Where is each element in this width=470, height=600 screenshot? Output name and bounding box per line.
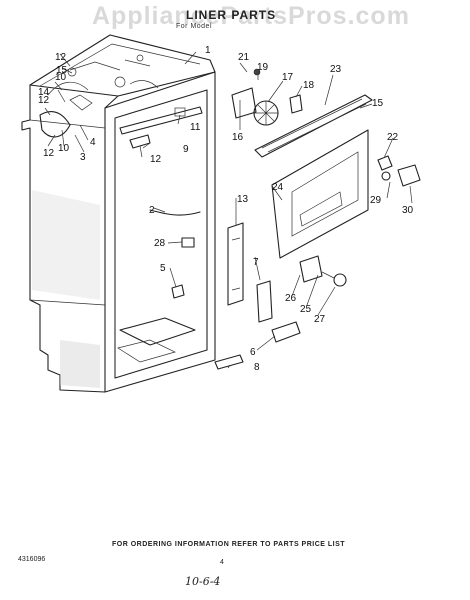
callout: 6 [250,347,256,358]
callout: 30 [402,205,414,216]
part-7 [256,280,273,323]
callout: 15 [56,65,68,76]
model-subtitle: For Model [176,23,213,30]
callout: 26 [285,293,297,304]
part-24 [271,129,369,259]
part-30 [397,164,421,187]
callout: 21 [238,52,250,63]
callout: 10 [55,72,67,83]
callout: 1 [205,45,211,56]
callout: 29 [370,195,382,206]
part-22 [377,155,393,171]
page-title: LINER PARTS [186,8,277,22]
handwritten-date: 10-6-4 [185,575,221,588]
callout: 14 [38,87,50,98]
part-29 [381,171,391,181]
callout: 18 [303,80,315,91]
callout: 17 [282,72,294,83]
callout: 3 [80,152,86,163]
callout-labels: 1 2 3 4 5 6 7 8 9 10 10 11 12 12 12 12 1… [38,45,414,373]
page-number: 4 [220,559,224,566]
liner-body [21,34,216,393]
callout: 2 [149,205,155,216]
callout: 16 [232,132,244,143]
callout: 8 [254,362,260,373]
callout: 15 [372,98,384,109]
callout: 10 [58,143,70,154]
ordering-info-footer: FOR ORDERING INFORMATION REFER TO PARTS … [112,541,346,548]
callout: 23 [330,64,342,75]
watermark: AppliancePartsPros.com [92,2,410,30]
callout: 4 [90,137,96,148]
callout: 12 [55,52,67,63]
part-27 [333,273,347,287]
callout: 12 [43,148,55,159]
callout: 28 [154,238,166,249]
callout: 12 [38,95,50,106]
part-28 [181,237,195,248]
part-13 [227,222,244,306]
part-26 [299,255,323,283]
document-number: 4316096 [18,556,46,563]
callout: 25 [300,304,312,315]
leader-lines [44,51,413,369]
callout: 19 [257,62,269,73]
callout: 5 [160,263,166,274]
callout: 27 [314,314,326,325]
part-2-wire [149,209,201,216]
callout: 24 [272,182,284,193]
callout: 7 [253,257,259,268]
part-23 [254,94,373,158]
part-6 [271,321,301,343]
part-8 [214,354,244,370]
callout: 11 [190,122,201,133]
callout: 22 [387,132,399,143]
callout: 13 [237,194,249,205]
callout: 9 [183,144,189,155]
part-5 [171,284,185,299]
callout: 12 [150,154,162,165]
